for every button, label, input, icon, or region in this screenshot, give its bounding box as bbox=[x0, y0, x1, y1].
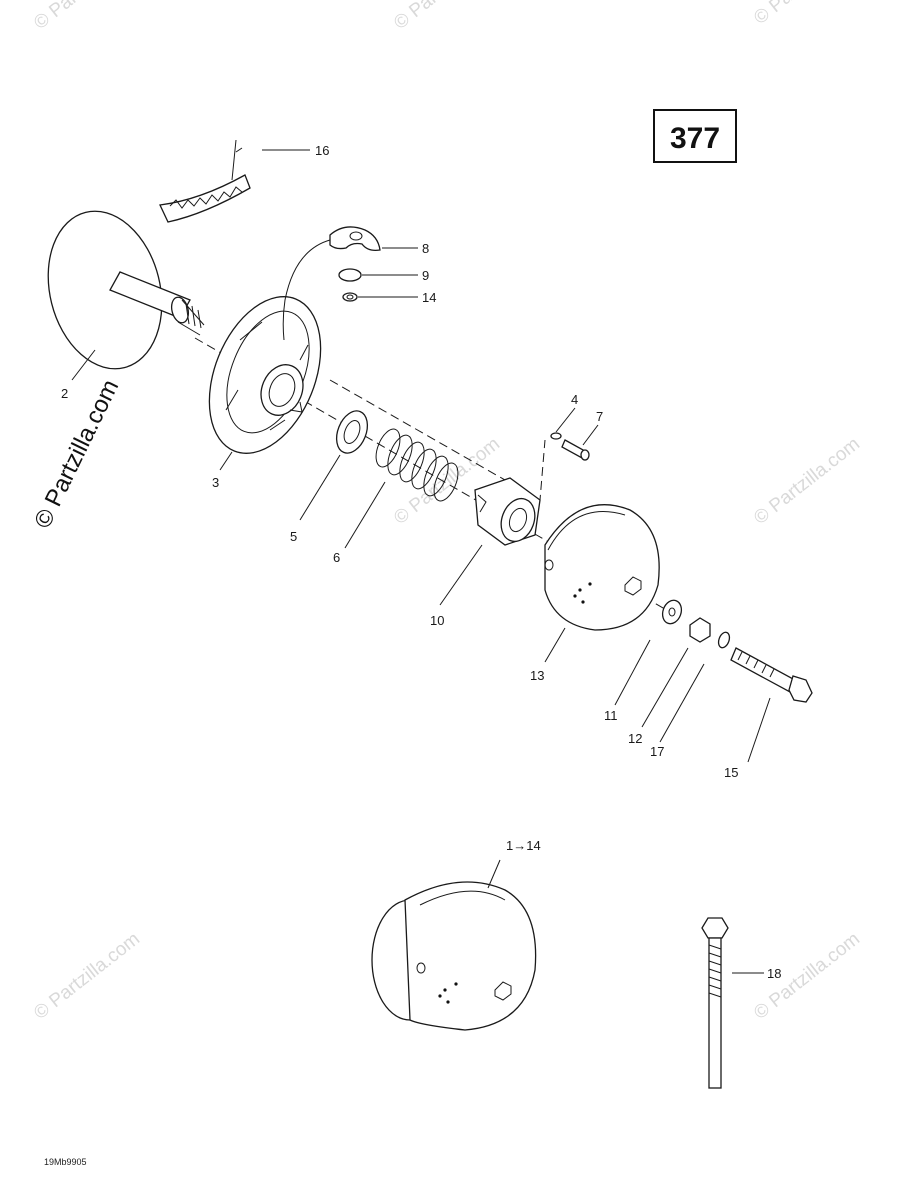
callout-3: 3 bbox=[212, 475, 219, 490]
part-15-bolt bbox=[730, 647, 813, 703]
callout-13: 13 bbox=[530, 668, 544, 683]
part-9-washer bbox=[338, 268, 362, 282]
part-11-washer bbox=[661, 599, 683, 625]
callout-8: 8 bbox=[422, 241, 429, 256]
callout-7: 7 bbox=[596, 409, 603, 424]
watermark: © Partzilla.com bbox=[30, 0, 144, 34]
watermark: © Partzilla.com bbox=[750, 434, 864, 529]
callout-5: 5 bbox=[290, 529, 297, 544]
part-16-weights bbox=[159, 139, 251, 223]
callout-4: 4 bbox=[571, 392, 578, 407]
part-17-lock-washer bbox=[717, 631, 731, 649]
drawing-code: 19Mb9905 bbox=[44, 1157, 87, 1167]
callout-6: 6 bbox=[333, 550, 340, 565]
part-7-screw bbox=[561, 439, 590, 461]
callout-16: 16 bbox=[315, 143, 329, 158]
part-4-washer bbox=[550, 432, 562, 440]
leader-lines bbox=[71, 149, 771, 974]
diagram-number-box bbox=[653, 109, 737, 163]
part-12-nut bbox=[689, 617, 711, 643]
diagram-number: 377 bbox=[670, 122, 720, 155]
part-2-fixed-sheave bbox=[47, 210, 205, 370]
side-watermark: © Partzilla.com bbox=[29, 375, 124, 532]
callout-12: 12 bbox=[628, 731, 642, 746]
part-13-cover bbox=[544, 504, 660, 631]
assembly-1-14 bbox=[371, 881, 537, 1031]
callout-11: 11 bbox=[604, 708, 618, 723]
part-6-spring bbox=[375, 428, 459, 502]
part-18-long-bolt bbox=[701, 917, 729, 1089]
callout-assembly: 1→14 bbox=[506, 838, 541, 853]
part-8-cam-arm bbox=[282, 226, 381, 341]
callout-10: 10 bbox=[430, 613, 444, 628]
callout-17: 17 bbox=[650, 744, 664, 759]
part-5-spring-seat bbox=[335, 410, 369, 454]
part-10-cam bbox=[474, 477, 541, 546]
part-14-nut bbox=[342, 292, 358, 302]
callout-18: 18 bbox=[767, 966, 781, 981]
callout-14: 14 bbox=[422, 290, 436, 305]
callout-15: 15 bbox=[724, 765, 738, 780]
callout-2: 2 bbox=[61, 386, 68, 401]
watermark: © Partzilla.com bbox=[390, 0, 504, 34]
callout-labels: 16 8 9 14 2 3 4 7 5 6 10 13 11 12 17 15 … bbox=[61, 143, 781, 981]
watermark: © Partzilla.com bbox=[750, 0, 864, 29]
part-3-sliding-sheave bbox=[208, 296, 322, 454]
watermark-layer: © Partzilla.com © Partzilla.com © Partzi… bbox=[30, 0, 864, 1024]
callout-9: 9 bbox=[422, 268, 429, 283]
watermark: © Partzilla.com bbox=[30, 929, 144, 1024]
